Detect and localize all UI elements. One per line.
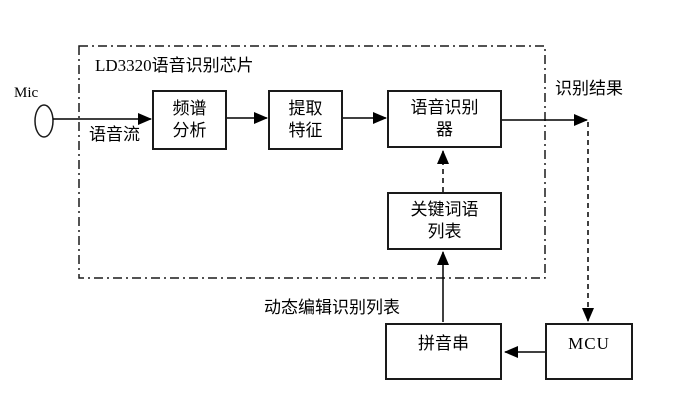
chip-title: LD3320语音识别芯片: [95, 56, 254, 75]
box-recognizer-line2: 器: [436, 120, 453, 139]
box-feature-line1: 提取: [288, 99, 323, 118]
voice-stream-label: 语音流: [89, 125, 140, 144]
box-pinyin-label: 拼音串: [418, 334, 469, 353]
box-spectrum-line1: 频谱: [172, 99, 207, 118]
mic-label: Mic: [14, 85, 39, 101]
box-pinyin-string: 拼音串: [385, 323, 502, 380]
box-spectrum-analysis: 频谱 分析: [152, 90, 227, 150]
box-spectrum-line2: 分析: [172, 121, 207, 140]
recognition-result-label: 识别结果: [555, 79, 623, 98]
box-feature-line2: 特征: [288, 121, 323, 140]
box-mcu: MCU: [545, 323, 633, 380]
box-feature-extraction: 提取 特征: [268, 90, 343, 150]
box-keywords-line2: 列表: [427, 222, 462, 241]
microphone-icon: [34, 104, 54, 138]
box-keywords-line1: 关键词语: [410, 200, 479, 219]
box-recognizer-line1: 语音识别: [410, 98, 479, 117]
chip-boundary-rect: [78, 45, 546, 279]
box-keyword-list: 关键词语 列表: [387, 192, 502, 250]
box-mcu-label: MCU: [568, 334, 610, 353]
dynamic-edit-label: 动态编辑识别列表: [264, 298, 400, 317]
box-speech-recognizer: 语音识别 器: [387, 90, 502, 148]
